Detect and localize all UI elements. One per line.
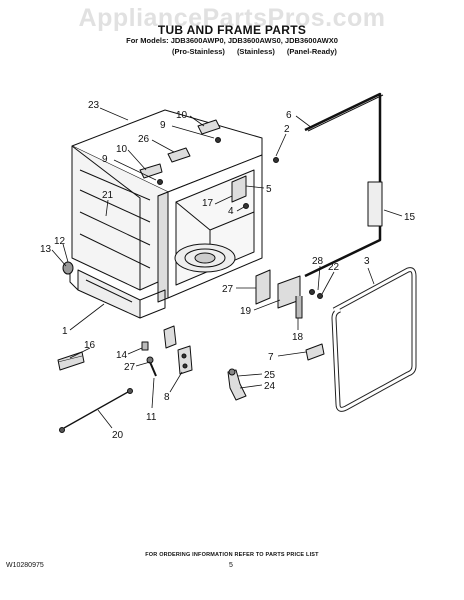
door-gasket <box>304 92 384 278</box>
variant-label: (Pro-Stainless) <box>172 47 225 56</box>
variant-label: (Stainless) <box>236 47 275 56</box>
page-title: TUB AND FRAME PARTS <box>157 23 307 37</box>
leader-lines <box>51 107 403 429</box>
ordering-note: FOR ORDERING INFORMATION REFER TO PARTS … <box>145 552 319 558</box>
callout-label: 3 <box>364 256 370 267</box>
top-brackets <box>139 119 221 185</box>
callout-label: 16 <box>84 340 96 351</box>
right-small-parts <box>227 343 325 401</box>
callout-label: 10 <box>176 110 188 121</box>
lower-brackets <box>255 269 323 319</box>
callout-label: 25 <box>264 370 276 381</box>
variant-label: (Panel-Ready) <box>286 47 337 56</box>
callout-label: 14 <box>116 350 128 361</box>
callout-label: 13 <box>40 244 52 255</box>
callout-label: 21 <box>102 190 114 201</box>
callout-label: 12 <box>54 236 66 247</box>
callout-label: 26 <box>138 134 150 145</box>
page-number: 5 <box>229 562 233 569</box>
callout-label: 19 <box>240 306 252 317</box>
callout-label: 22 <box>328 262 340 273</box>
callout-label: 8 <box>164 392 170 403</box>
side-seal <box>367 181 383 227</box>
callout-label: 17 <box>202 198 214 209</box>
side-bracket-parts <box>231 157 279 209</box>
callout-label: 15 <box>404 212 416 223</box>
model-list: For Models: JDB3600AWP0, JDB3600AWS0, JD… <box>126 36 338 45</box>
callout-label: 4 <box>228 206 234 217</box>
callout-label: 5 <box>266 184 272 195</box>
callout-label: 23 <box>88 100 100 111</box>
callout-label: 24 <box>264 381 276 392</box>
callout-label: 10 <box>116 144 128 155</box>
tub-gasket <box>331 267 417 412</box>
model-variants: (Pro-Stainless) (Stainless) (Panel-Ready… <box>172 47 337 56</box>
watermark: AppliancePartsPros.com <box>78 4 386 32</box>
callout-label: 6 <box>286 110 292 121</box>
callout-label: 27 <box>124 362 136 373</box>
callout-label: 7 <box>268 352 274 363</box>
callout-label: 18 <box>292 332 304 343</box>
callout-label: 9 <box>102 154 108 165</box>
lower-small-parts <box>57 261 193 433</box>
callout-label: 11 <box>146 412 157 423</box>
callout-labels: 23 10 9 26 10 9 21 6 2 5 17 4 15 13 12 2… <box>40 100 416 441</box>
callout-label: 9 <box>160 120 166 131</box>
callout-label: 1 <box>62 326 68 337</box>
document-number: W10280975 <box>6 562 44 569</box>
callout-label: 20 <box>112 430 124 441</box>
callout-label: 27 <box>222 284 234 295</box>
callout-label: 2 <box>284 124 290 135</box>
callout-label: 28 <box>312 256 324 267</box>
